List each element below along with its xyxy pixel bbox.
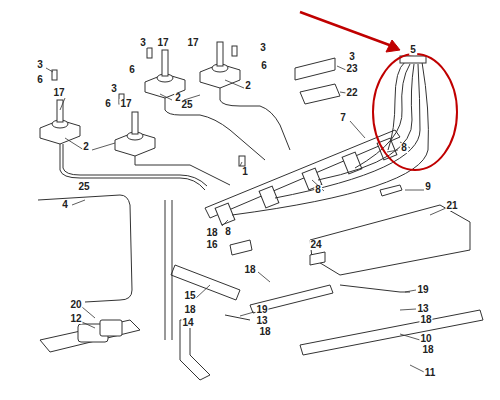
callout-number: 3 <box>139 38 147 48</box>
callout-number: 22 <box>345 88 358 98</box>
callout-number: 6 <box>128 65 136 75</box>
callout-number: 18 <box>183 305 196 315</box>
highlight-circle <box>373 54 457 170</box>
callout-number: 25 <box>180 100 193 110</box>
callout-number: 1 <box>241 167 249 177</box>
callout-number: 10 <box>419 334 432 344</box>
valve <box>215 138 397 225</box>
callout-number: 12 <box>69 314 82 324</box>
callout-number: 5 <box>409 45 417 55</box>
callout-number: 18 <box>421 345 434 355</box>
callout-number: 18 <box>419 315 432 325</box>
screw <box>52 46 245 166</box>
callout-number: 21 <box>445 201 458 211</box>
callout-number: 18 <box>243 265 256 275</box>
bracket <box>310 252 325 265</box>
callout-number: 17 <box>186 38 199 48</box>
callout-number: 2 <box>244 81 252 91</box>
mounting-plate <box>310 205 470 275</box>
callout-number: 4 <box>61 200 69 210</box>
callout-number: 18 <box>205 228 218 238</box>
callout-number: 25 <box>77 182 90 192</box>
switch <box>300 84 340 104</box>
wire-harness <box>232 56 428 215</box>
vertical-tube <box>165 200 172 340</box>
callout-number: 7 <box>339 113 347 123</box>
callout-number: 8 <box>314 185 322 195</box>
burner-base <box>40 42 240 156</box>
callout-number: 17 <box>156 38 169 48</box>
callout-number: 8 <box>400 143 408 153</box>
burner-tube <box>60 88 290 190</box>
gas-tube <box>38 195 132 302</box>
callout-number: 19 <box>255 305 268 315</box>
callout-number: 3 <box>36 60 44 70</box>
highlight-arrowhead <box>386 40 400 52</box>
callout-number: 23 <box>345 64 358 74</box>
wire <box>225 315 250 320</box>
callout-number: 11 <box>424 368 437 378</box>
wire <box>340 285 410 292</box>
callout-number: 6 <box>260 61 268 71</box>
highlight-arrow <box>300 12 392 46</box>
callout-number: 9 <box>424 182 432 192</box>
callout-number: 18 <box>258 327 271 337</box>
callout-number: 13 <box>416 304 429 314</box>
callout-number: 14 <box>181 318 194 328</box>
callout-number: 2 <box>82 142 90 152</box>
callout-number: 6 <box>36 75 44 85</box>
callout-number: 13 <box>255 316 268 326</box>
callout-number: 15 <box>183 291 196 301</box>
leader-line <box>46 66 446 372</box>
manifold-bar <box>205 130 400 218</box>
clip <box>380 185 402 196</box>
callout-number: 6 <box>104 99 112 109</box>
callout-number: 8 <box>224 227 232 237</box>
bracket <box>230 240 252 255</box>
callout-number: 20 <box>69 300 82 310</box>
callout-number: 3 <box>348 52 356 62</box>
bracket <box>295 58 335 80</box>
callout-number: 24 <box>309 240 322 250</box>
callout-number: 19 <box>416 285 429 295</box>
callout-number: 3 <box>259 43 267 53</box>
lower-tube <box>171 265 483 380</box>
callout-number: 3 <box>110 84 118 94</box>
callout-number: 17 <box>52 88 65 98</box>
regulator <box>40 320 140 352</box>
callout-number: 17 <box>119 99 132 109</box>
callout-number: 16 <box>205 240 218 250</box>
